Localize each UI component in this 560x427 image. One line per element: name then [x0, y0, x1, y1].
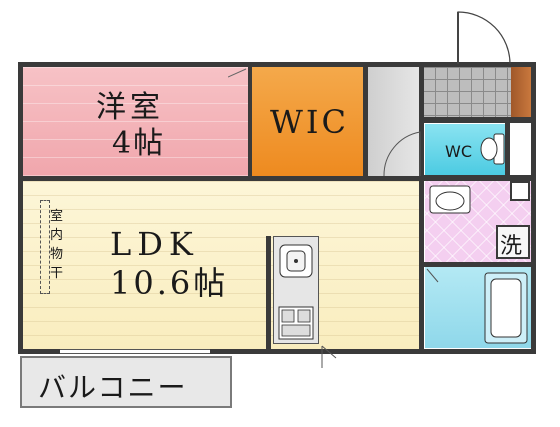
wall-wc-right	[505, 122, 510, 178]
bathtub-icon	[484, 272, 528, 344]
ldk-room	[23, 181, 421, 351]
wic-label: WIC	[270, 103, 350, 141]
wic-door-marker-icon	[228, 68, 247, 78]
laundry-box	[496, 225, 530, 259]
indoor-drying-label: 室内物干	[50, 209, 64, 281]
wic-room	[252, 67, 364, 177]
hall-door-icon	[383, 131, 421, 177]
entrance-door-icon	[457, 11, 511, 65]
wash-basin-icon	[429, 185, 471, 214]
kitchen-sink-icon	[279, 244, 313, 278]
western-room	[23, 67, 250, 177]
wall-left	[18, 62, 23, 354]
wall-bottom	[18, 349, 536, 354]
entrance-hall	[368, 67, 420, 177]
wall-top	[18, 62, 536, 67]
balcony	[20, 356, 232, 408]
stove-icon	[278, 306, 314, 340]
wall-western-wic	[248, 67, 252, 177]
wc-label: WC	[445, 142, 472, 161]
wall-kitchen-counter	[266, 236, 271, 349]
shoe-box	[511, 67, 531, 117]
ldk-size: 10.6帖	[110, 264, 229, 302]
balcony-door-line	[60, 349, 210, 354]
wall-right	[531, 62, 536, 354]
wall-western-ldk	[23, 176, 423, 181]
toilet-icon	[480, 133, 505, 165]
utility-box	[510, 181, 530, 201]
ldk-label: LDK	[110, 225, 199, 263]
balcony-label: バルコニー	[38, 371, 188, 404]
indoor-drying-rail	[40, 200, 50, 294]
wall-wic-hall	[363, 67, 368, 177]
genkan-tiles	[423, 67, 511, 117]
wall-genkan-wc	[423, 117, 533, 123]
bath-door-icon	[426, 268, 439, 283]
western-room-name: 洋室	[96, 90, 164, 125]
wall-hall-wc	[419, 67, 424, 351]
laundry-label: 洗	[500, 234, 523, 259]
kitchen-door-icon	[321, 345, 337, 368]
wall-wash-bath	[423, 262, 533, 267]
wall-wc-wash	[423, 175, 533, 181]
western-room-size: 4帖	[112, 126, 166, 161]
